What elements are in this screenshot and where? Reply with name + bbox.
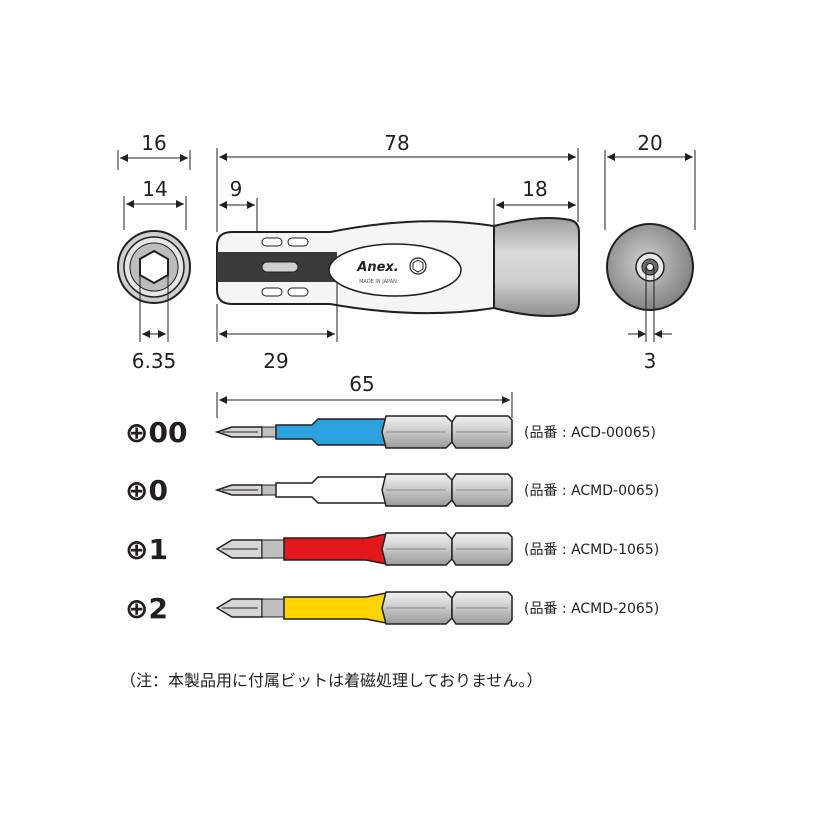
dim-end-hole: 3 [644,349,657,373]
rear-grip [493,217,580,317]
dim-shank-length: 29 [263,349,288,373]
bit-row: ⊕00 (品番 : ACD-00065) [125,415,656,449]
note-text: （注：本製品用に付属ビットは着磁処理しておりません。） [120,671,543,690]
handle-side-view: 78 9 18 Anex. MADE IN JAPAN 29 [216,131,580,373]
bit-size-label: ⊕2 [125,592,168,625]
part-number-label: (品番 : ACMD-0065) [524,483,659,499]
bit-shaft [261,484,277,496]
bit-shaft [261,539,285,559]
bit-size-label: ⊕0 [125,474,168,507]
bit-row: ⊕2 (品番 : ACMD-2065) [125,591,659,625]
made-in-japan-text: MADE IN JAPAN [359,279,397,285]
bit-list: ⊕00 (品番 : ACD-00065) ⊕0 (品番 : ACMD-0065) ⊕1 (… [125,415,659,625]
color-band [283,533,387,565]
dim-end-diameter: 20 [637,131,662,155]
hex-socket-opening [139,249,169,285]
bit-length-dimension: 65 [216,372,513,418]
bit-shaft [261,426,277,438]
rear-end-view: 20 3 [604,131,696,373]
dim-hex-socket: 6.35 [132,349,177,373]
dim-front-collar: 9 [230,177,243,201]
brand-oval [328,243,462,297]
bit-size-label: ⊕1 [125,533,168,566]
dim-overall-length: 78 [384,131,409,155]
bit-row: ⊕1 (品番 : ACMD-1065) [125,532,659,566]
color-band [275,476,399,504]
bit-shaft [261,598,285,618]
end-hole [646,263,654,271]
bit-size-label: ⊕00 [125,416,187,449]
part-number-label: (品番 : ACMD-2065) [524,601,659,617]
dim-bit-length: 65 [349,372,374,396]
color-band [283,592,387,624]
dim-inner-width: 14 [142,177,167,201]
socket-end-view: 16 14 6.35 [117,131,191,373]
brand-logo: Anex. [356,260,398,275]
dim-outer-width: 16 [141,131,166,155]
part-number-label: (品番 : ACMD-1065) [524,542,659,558]
dim-rear-grip: 18 [522,177,547,201]
color-band [275,418,399,446]
bit-row: ⊕0 (品番 : ACMD-0065) [125,473,659,507]
part-number-label: (品番 : ACD-00065) [524,425,656,441]
